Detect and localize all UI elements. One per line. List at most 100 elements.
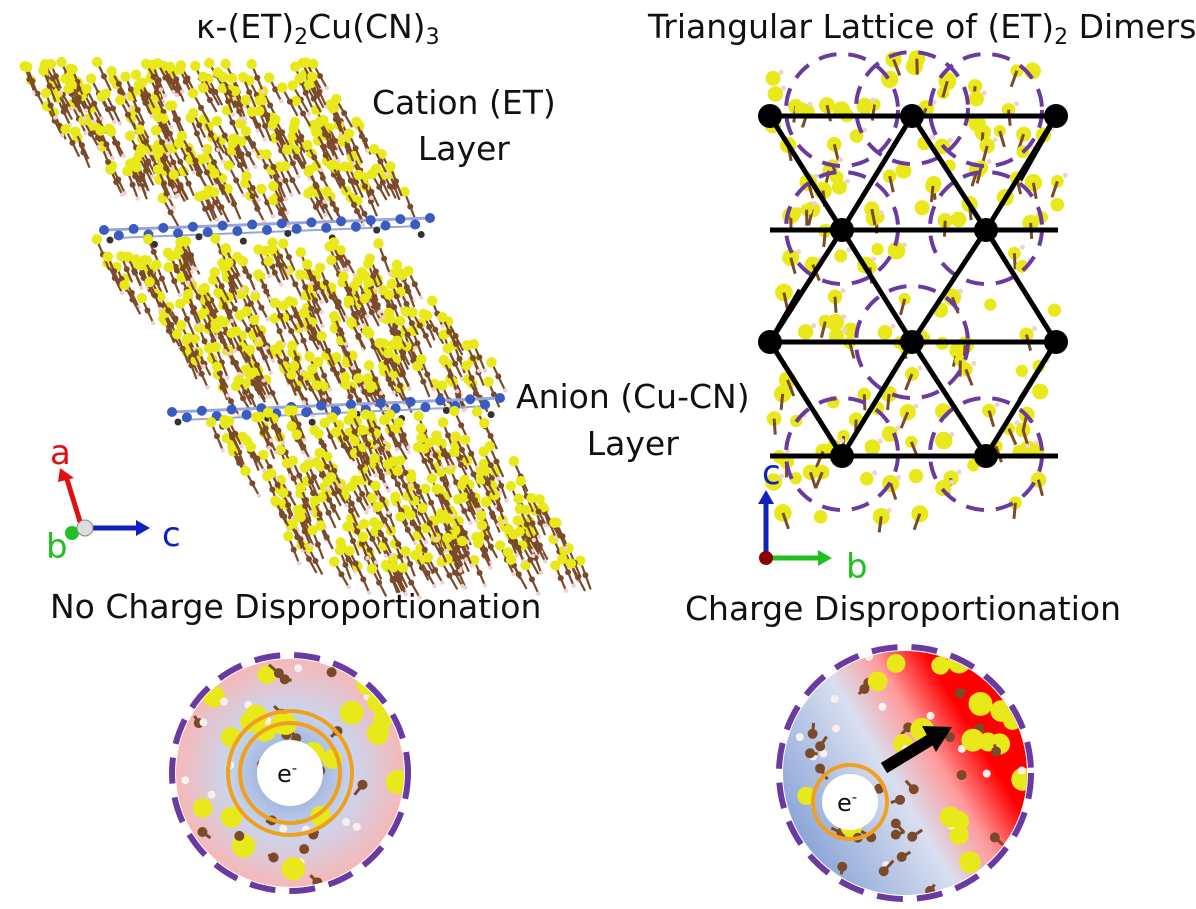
anion-layer-2 (167, 393, 505, 430)
carbon-atom (416, 322, 423, 329)
sulfur-atom (441, 532, 453, 544)
sulfur-atom (961, 728, 985, 752)
hydrogen-atom (439, 465, 444, 470)
carbon-atom (994, 669, 1005, 680)
carbon-atom (250, 141, 257, 148)
carbon-atom (352, 179, 359, 186)
et-backbone (825, 104, 833, 122)
carbon-atom (129, 296, 136, 303)
sulfur-atom (281, 144, 293, 156)
hydrogen-atom (840, 288, 846, 294)
hydrogen-atom (267, 445, 272, 451)
carbon-atom (218, 283, 225, 290)
copper-atom (262, 225, 272, 235)
carbon-atom (246, 89, 253, 96)
et-backbone (832, 143, 840, 161)
sulfur-atom (1015, 364, 1028, 377)
sulfur-atom (767, 86, 784, 102)
sulfur-atom (372, 501, 383, 512)
carbon-atom (807, 728, 818, 739)
carbon-atom (515, 544, 522, 551)
sulfur-atom (426, 295, 438, 307)
sulfur-atom (302, 259, 313, 270)
carbon-atom (285, 254, 292, 261)
lattice-node (830, 444, 854, 468)
carbon-atom (347, 393, 354, 400)
carbon-atom (458, 422, 465, 429)
carbon-atom (470, 471, 477, 478)
carbon-atom (49, 75, 56, 82)
dimer-ring (776, 644, 1034, 902)
copper-atom (435, 395, 446, 406)
sulfur-atom (939, 806, 961, 828)
hydrogen-atom (53, 115, 58, 120)
carbon-atom (370, 273, 377, 280)
sulfur-atom (339, 161, 350, 172)
sulfur-atom (70, 126, 81, 137)
hydrogen-atom (162, 93, 168, 98)
carbon-atom (230, 200, 237, 207)
hydrogen-atom (367, 590, 372, 595)
hydrogen-atom (199, 718, 208, 727)
sulfur-atom (513, 493, 524, 504)
carbon-atom (360, 576, 367, 583)
carbon-atom (432, 326, 439, 333)
anion-layer-1 (99, 213, 435, 248)
carbon-atom (528, 576, 535, 583)
hydrogen-atom (185, 280, 191, 285)
sphere-icon (759, 551, 773, 565)
hydrogen-atom (150, 320, 156, 326)
sulfur-atom (391, 259, 403, 270)
hydrogen-atom (173, 194, 179, 199)
title-text: Cu(CN) (308, 7, 426, 46)
hydrogen-atom (468, 520, 473, 526)
hydrogen-atom (232, 348, 238, 353)
carbon-atom (195, 170, 202, 177)
hydrogen-atom (364, 314, 370, 319)
carbon-atom (878, 866, 889, 877)
hydrogen-atom (431, 387, 436, 392)
orbital-ring (811, 763, 889, 841)
hydrogen-atom (227, 351, 233, 356)
et-backbone (814, 870, 822, 877)
copper-atom (181, 412, 192, 423)
sulfur-atom (253, 244, 264, 255)
hydrogen-atom (320, 323, 325, 329)
sulfur-atom (265, 468, 277, 479)
sulfur-atom (395, 316, 406, 327)
hydrogen-atom (273, 450, 279, 455)
sulfur-atom (416, 432, 427, 444)
carbon-atom (311, 154, 318, 161)
copper-atom (99, 225, 109, 235)
hydrogen-atom (378, 309, 383, 314)
sulfur-atom (359, 293, 370, 304)
carbon-atom (372, 268, 379, 275)
sulfur-atom (420, 483, 431, 494)
sulfur-atom (175, 320, 187, 331)
carbon-atom (445, 432, 452, 439)
sulfur-atom (1032, 383, 1049, 400)
hydrogen-atom (83, 130, 88, 136)
carbon-atom (29, 78, 36, 85)
hydrogen-atom (482, 368, 488, 373)
sulfur-atom (219, 316, 230, 328)
carbon-atom (313, 308, 320, 315)
sulfur-atom (81, 83, 92, 94)
carbon-atom (324, 463, 331, 470)
copper-atom (480, 399, 491, 410)
carbon-atom (440, 497, 447, 504)
carbon-atom (228, 274, 235, 281)
hydrogen-atom (318, 167, 324, 172)
carbon-atom (182, 78, 189, 85)
sulfur-atom (400, 306, 411, 317)
carbon-atom (468, 374, 475, 381)
carbon-atom (190, 305, 197, 312)
hydrogen-atom (325, 485, 330, 490)
sulfur-atom (201, 143, 213, 155)
et-backbone (779, 393, 785, 411)
hydrogen-atom (981, 90, 987, 96)
sulfur-atom (166, 100, 178, 111)
hydrogen-atom (394, 447, 400, 452)
carbon-atom (300, 110, 307, 117)
carbon-atom (529, 520, 536, 527)
